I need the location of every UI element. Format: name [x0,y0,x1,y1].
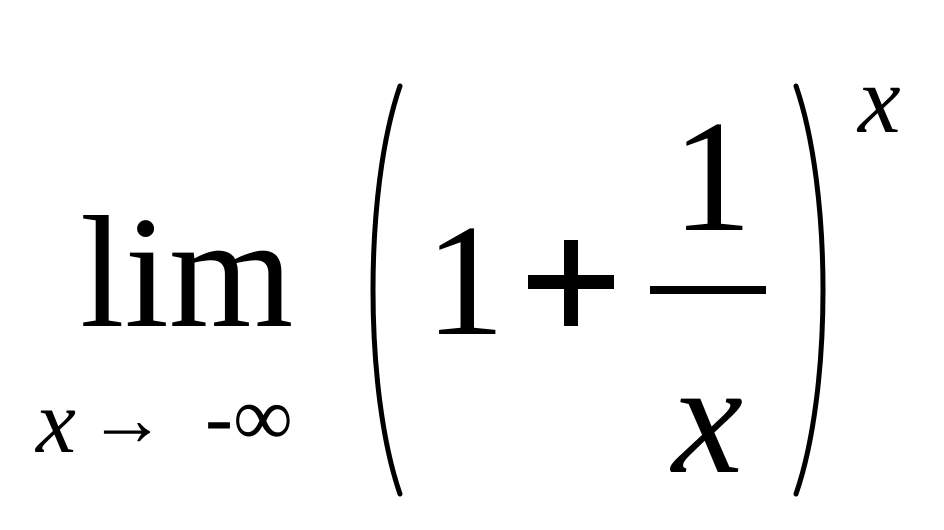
right-parenthesis [793,83,826,497]
fraction-numerator: 1 [672,87,752,265]
subscript-limit: -∞ [205,371,293,464]
fraction-denominator: x [672,329,744,507]
plus-sign [528,240,614,326]
left-parenthesis [370,83,403,497]
exponent: x [858,46,901,153]
fraction-bar [650,286,766,294]
subscript-variable: x [36,373,76,472]
lim-operator: lim [80,183,294,361]
base-constant: 1 [425,191,505,369]
subscript-arrow: → [88,375,166,462]
